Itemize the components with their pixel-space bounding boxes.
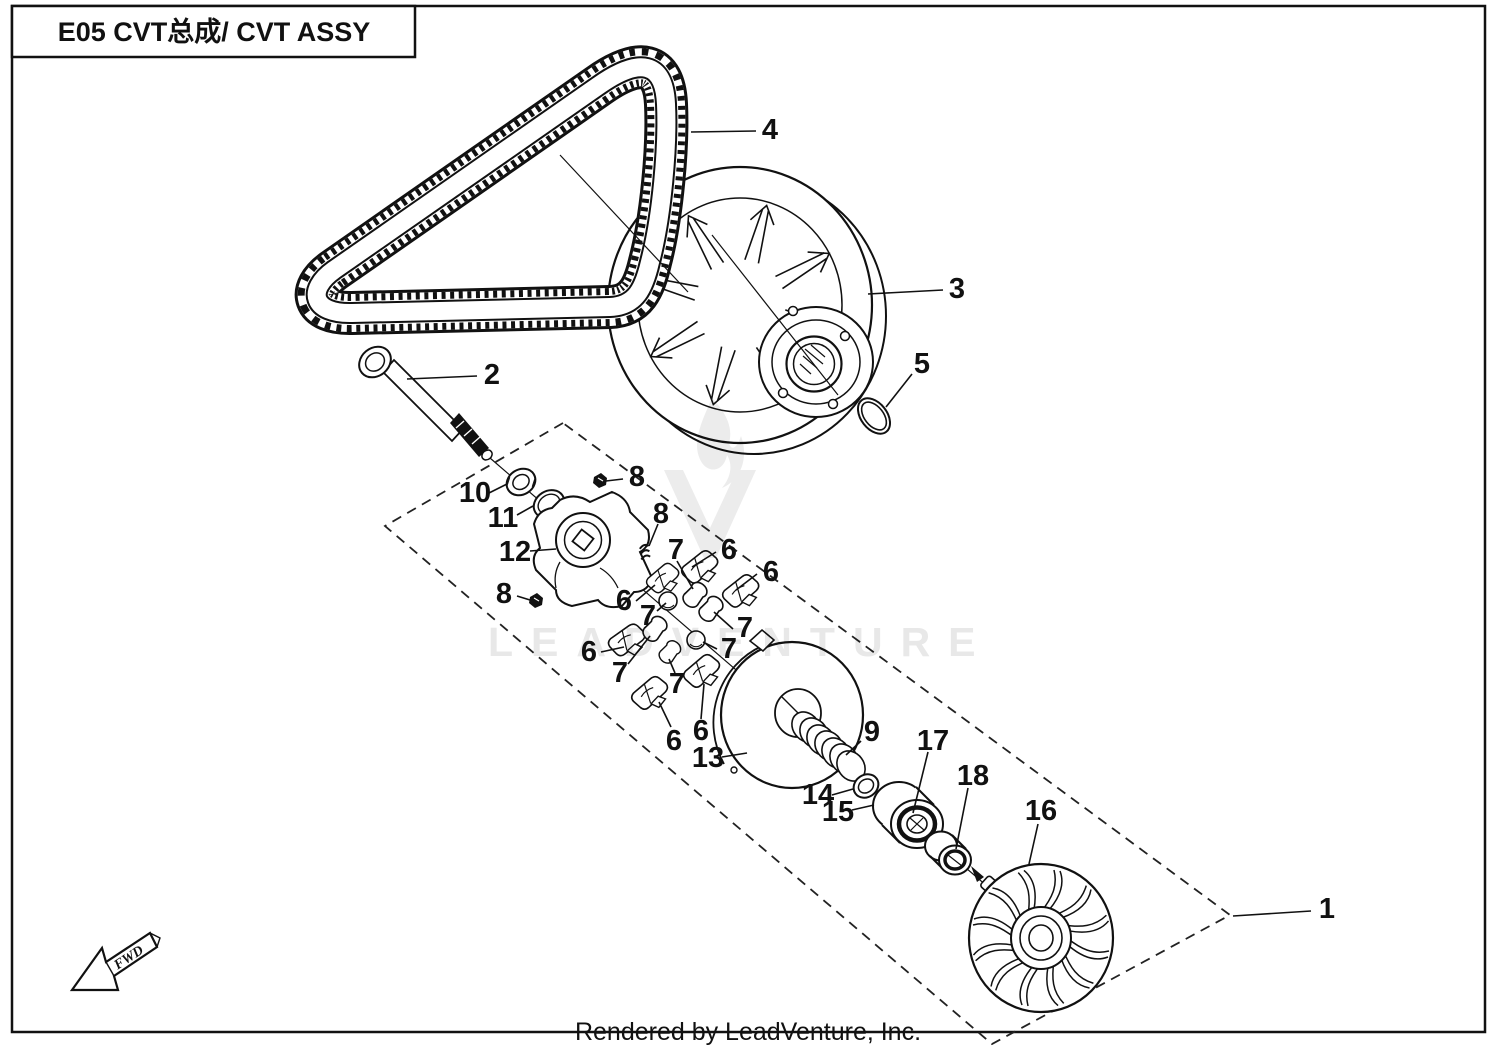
callout-10[interactable]: 10 (459, 477, 491, 509)
callout-16[interactable]: 16 (1025, 795, 1057, 827)
title-box: E05 CVT总成/ CVT ASSY (10, 4, 417, 59)
callout-8c[interactable]: 8 (496, 578, 512, 610)
callout-13[interactable]: 13 (692, 742, 724, 774)
callout-6c[interactable]: 6 (616, 585, 632, 617)
callout-8a[interactable]: 8 (629, 461, 645, 493)
callout-18[interactable]: 18 (957, 760, 989, 792)
callout-12[interactable]: 12 (499, 536, 531, 568)
callout-6e[interactable]: 6 (666, 725, 682, 757)
fixed-drive-face (967, 862, 1115, 1014)
callout-15[interactable]: 15 (822, 796, 854, 828)
callout-7a[interactable]: 7 (668, 534, 684, 566)
footer-credit: Rendered by LeadVenture, Inc. (575, 1018, 921, 1046)
callout-7c[interactable]: 7 (737, 612, 753, 644)
watermark-text: LEADVENTURE (488, 619, 994, 665)
bearing (872, 781, 944, 849)
callout-4[interactable]: 4 (762, 114, 778, 146)
callout-6b[interactable]: 6 (763, 556, 779, 588)
callout-7b[interactable]: 7 (640, 600, 656, 632)
callout-17[interactable]: 17 (917, 725, 949, 757)
assembly-outline (383, 421, 1232, 1046)
page-border (10, 4, 1487, 1034)
callout-5[interactable]: 5 (914, 348, 930, 380)
leader-lines (406, 130, 1312, 917)
callout-6a[interactable]: 6 (721, 534, 737, 566)
callout-6f[interactable]: 6 (693, 715, 709, 747)
pulley-bolt (358, 345, 493, 461)
callout-11[interactable]: 11 (488, 502, 519, 534)
ramp-plate (532, 490, 654, 609)
bushing (924, 830, 972, 876)
belt-section-line (559, 154, 689, 293)
compression-spring (791, 711, 866, 782)
callout-9[interactable]: 9 (864, 716, 880, 748)
pulley-section-line (711, 234, 839, 396)
callouts: 1 2 3 4 5 6 6 6 6 6 6 7 7 7 7 7 7 8 8 8 … (459, 114, 1335, 925)
callout-3[interactable]: 3 (949, 273, 965, 305)
callout-2[interactable]: 2 (484, 359, 500, 391)
washer-14 (852, 773, 880, 799)
callout-1[interactable]: 1 (1319, 893, 1335, 925)
callout-7f[interactable]: 7 (669, 668, 685, 700)
leadventure-flame-icon (664, 398, 756, 558)
callout-8b[interactable]: 8 (653, 498, 669, 530)
page-title: E05 CVT总成/ CVT ASSY (58, 17, 371, 47)
callout-6d[interactable]: 6 (581, 636, 597, 668)
watermark: LEADVENTURE (488, 398, 994, 665)
flange-nut (505, 467, 537, 497)
callout-7e[interactable]: 7 (612, 657, 628, 689)
callout-14[interactable]: 14 (802, 779, 834, 811)
o-ring (856, 397, 892, 435)
callout-7d[interactable]: 7 (721, 633, 737, 665)
fwd-arrow: FWD (69, 931, 161, 992)
